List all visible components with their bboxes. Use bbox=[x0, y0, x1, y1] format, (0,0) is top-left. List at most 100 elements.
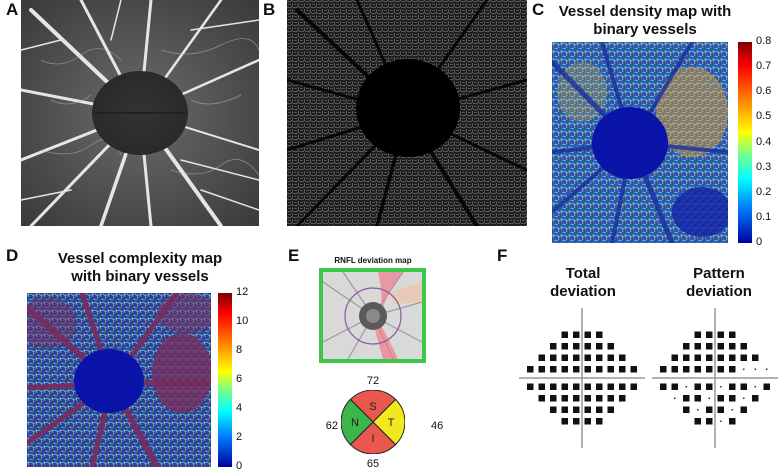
field-point bbox=[607, 395, 614, 402]
density-colorbar-tick: 0.8 bbox=[756, 35, 772, 47]
complexity-colorbar-tick: 12 bbox=[236, 286, 249, 298]
field-point bbox=[550, 366, 557, 373]
complexity-colorbar-tick: 10 bbox=[236, 315, 249, 327]
field-point bbox=[660, 366, 667, 373]
field-point bbox=[584, 354, 591, 361]
density-colorbar-tick: 0.6 bbox=[756, 85, 772, 98]
field-point-dot bbox=[708, 397, 711, 400]
field-point bbox=[607, 383, 614, 390]
field-point bbox=[527, 383, 534, 390]
field-point bbox=[694, 395, 701, 402]
field-point-dot bbox=[765, 368, 768, 371]
field-point bbox=[671, 366, 678, 373]
field-point bbox=[596, 383, 603, 390]
sector-inferior bbox=[349, 421, 397, 455]
panel-c-title-line1: Vessel density map with bbox=[558, 3, 732, 20]
density-colorbar-tick: 0.2 bbox=[756, 185, 772, 198]
sector-letter-temporal: T bbox=[388, 417, 395, 429]
field-point bbox=[752, 395, 759, 402]
field-point bbox=[584, 383, 591, 390]
field-point bbox=[740, 406, 747, 413]
field-point bbox=[596, 354, 603, 361]
field-point bbox=[729, 366, 736, 373]
field-point-dot bbox=[754, 368, 757, 371]
panel-c-label: C bbox=[532, 0, 545, 19]
field-point bbox=[683, 343, 690, 350]
panel-d-title: Vessel complexity map with binary vessel… bbox=[30, 250, 250, 286]
field-point bbox=[740, 354, 747, 361]
field-point bbox=[596, 343, 603, 350]
field-point bbox=[717, 331, 724, 338]
field-point bbox=[561, 354, 568, 361]
field-point bbox=[573, 331, 580, 338]
field-point bbox=[706, 383, 713, 390]
field-point bbox=[683, 395, 690, 402]
field-point bbox=[538, 383, 545, 390]
rnfl-map-title: RNFL deviation map bbox=[334, 256, 412, 265]
panel-f-label: F bbox=[497, 246, 508, 265]
field-point bbox=[671, 383, 678, 390]
sector-value-temporal: 46 bbox=[431, 420, 444, 432]
field-point bbox=[584, 395, 591, 402]
field-point bbox=[763, 383, 770, 390]
panel-d-title-line2: with binary vessels bbox=[71, 268, 209, 285]
field-point bbox=[538, 395, 545, 402]
field-point bbox=[683, 406, 690, 413]
sector-temporal bbox=[372, 398, 406, 446]
vessel-complexity-map bbox=[17, 290, 217, 470]
field-point bbox=[550, 383, 557, 390]
field-point bbox=[596, 331, 603, 338]
field-point bbox=[607, 354, 614, 361]
field-point-dot bbox=[696, 408, 699, 411]
field-point-dot bbox=[754, 385, 757, 388]
field-point bbox=[706, 366, 713, 373]
field-point bbox=[607, 406, 614, 413]
field-point bbox=[717, 395, 724, 402]
field-point bbox=[573, 418, 580, 425]
density-colorbar-tick: 0.4 bbox=[756, 135, 772, 148]
field-point bbox=[694, 343, 701, 350]
binary-vessel-image-b-graphic bbox=[285, 0, 529, 228]
panel-c-title: Vessel density map with binary vessels bbox=[545, 3, 745, 39]
panel-c-title-line2: binary vessels bbox=[593, 21, 697, 38]
field-point bbox=[619, 395, 626, 402]
field-point-dot bbox=[719, 385, 722, 388]
field-point bbox=[706, 343, 713, 350]
field-point bbox=[584, 366, 591, 373]
complexity-colorbar-tick: 6 bbox=[236, 373, 243, 385]
field-point bbox=[619, 354, 626, 361]
field-point bbox=[717, 354, 724, 361]
density-colorbar-tick: 0.7 bbox=[756, 60, 772, 73]
field-point bbox=[694, 331, 701, 338]
field-point bbox=[584, 343, 591, 350]
field-point bbox=[561, 331, 568, 338]
field-point bbox=[694, 418, 701, 425]
vessel-complexity-map-graphic bbox=[17, 290, 217, 470]
field-point bbox=[596, 418, 603, 425]
field-point bbox=[527, 366, 534, 373]
field-point bbox=[630, 383, 637, 390]
density-colorbar-tick: 0.5 bbox=[756, 110, 772, 123]
field-point bbox=[717, 406, 724, 413]
field-point bbox=[584, 331, 591, 338]
field-point bbox=[596, 395, 603, 402]
density-colorbar bbox=[738, 42, 752, 243]
field-point bbox=[619, 383, 626, 390]
field-point bbox=[717, 343, 724, 350]
complexity-colorbar bbox=[218, 293, 232, 467]
field-point bbox=[573, 343, 580, 350]
panel-d-label: D bbox=[6, 246, 19, 265]
total-deviation-plot-graphic bbox=[519, 308, 645, 448]
field-point bbox=[729, 418, 736, 425]
sector-letter-superior: S bbox=[369, 401, 376, 413]
field-point bbox=[550, 406, 557, 413]
total-deviation-title: Total deviation bbox=[528, 265, 638, 301]
field-point bbox=[550, 343, 557, 350]
density-colorbar-tick: 0.3 bbox=[756, 160, 772, 173]
field-point bbox=[561, 366, 568, 373]
field-point bbox=[561, 343, 568, 350]
field-point bbox=[573, 406, 580, 413]
field-point bbox=[706, 331, 713, 338]
field-point bbox=[729, 343, 736, 350]
total-deviation-title-line1: Total bbox=[565, 265, 601, 282]
